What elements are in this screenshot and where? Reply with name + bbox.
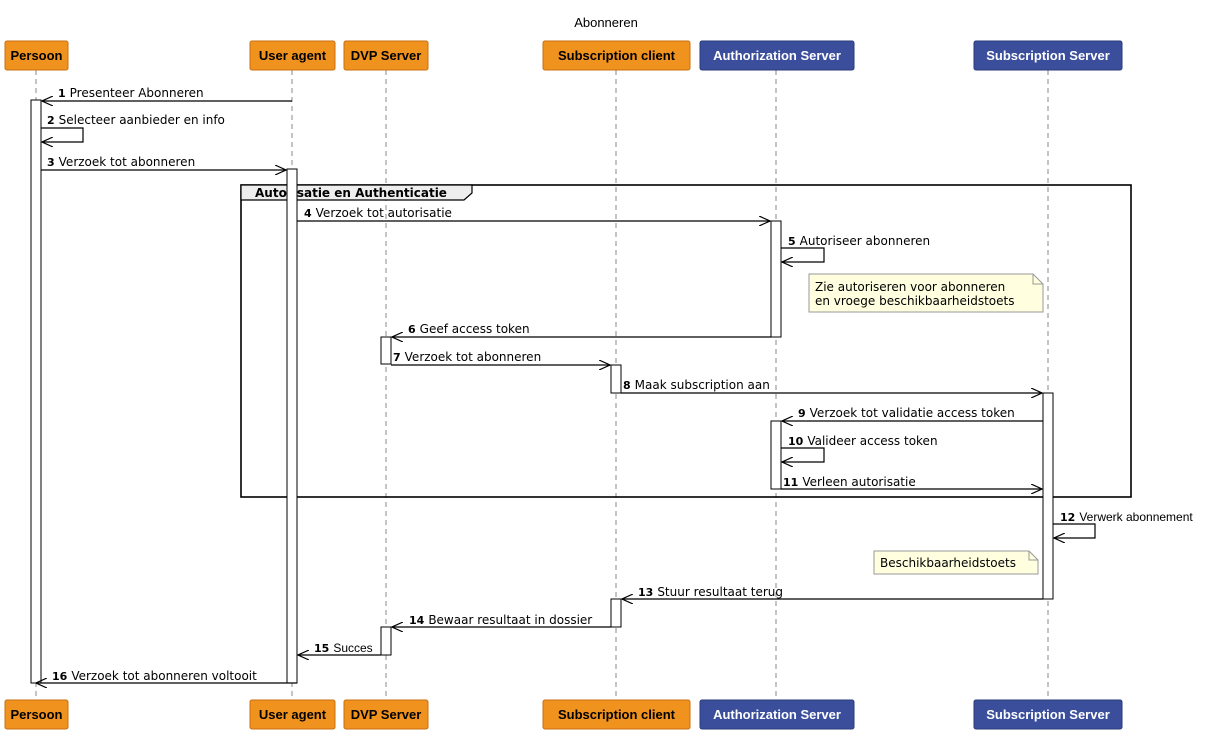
message-num: 1 [58, 87, 66, 100]
activation-dvp-1 [380, 336, 392, 365]
message-text: Autoriseer abonneren [800, 234, 930, 248]
message-num: 8 [623, 379, 631, 392]
message-text: Verzoek tot abonneren [59, 155, 196, 169]
message-num: 7 [393, 351, 401, 364]
message-num: 10 [788, 435, 804, 448]
message-num: 12 [1060, 511, 1075, 524]
note-autoriseren: Zie autoriseren voor abonneren en vroege… [808, 273, 1044, 313]
message-num: 16 [52, 670, 68, 683]
participant-label: User agent [259, 707, 327, 722]
message-text: Selecteer aanbieder en info [59, 113, 225, 127]
message-text: Verleen autorisatie [802, 475, 915, 489]
message-text: Presenteer Abonneren [70, 86, 204, 100]
message-num: 5 [788, 235, 796, 248]
message-num: 11 [783, 476, 798, 489]
participant-label: DVP Server [351, 707, 422, 722]
message-arrow-10 [781, 447, 825, 462]
message-text: Maak subscription aan [635, 378, 770, 392]
participants-bottom: Persoon User agent DVP Server Subscripti… [4, 699, 1123, 730]
activation-authserver-1 [770, 220, 782, 338]
message-num: 9 [798, 407, 806, 420]
message-num: 6 [408, 323, 416, 336]
activation-dvp-2 [380, 626, 392, 656]
participant-persoon-bottom[interactable]: Persoon [4, 699, 69, 730]
participant-label: Subscription client [558, 48, 676, 63]
message-num: 13 [638, 586, 653, 599]
activation-subserver [1042, 392, 1054, 600]
participant-label: User agent [259, 48, 327, 63]
note-beschikbaarheidstoets: Beschikbaarheidstoets [873, 550, 1039, 575]
participant-label: DVP Server [351, 48, 422, 63]
participant-authserver-bottom[interactable]: Authorization Server [699, 699, 855, 730]
participant-subserver-bottom[interactable]: Subscription Server [973, 699, 1123, 730]
participant-persoon[interactable]: Persoon [4, 40, 69, 71]
participant-label: Authorization Server [713, 707, 841, 722]
message-text: Verzoek tot abonneren voltooit [71, 669, 257, 683]
participant-dvp-bottom[interactable]: DVP Server [343, 699, 429, 730]
note-line: Zie autoriseren voor abonneren [815, 280, 1005, 294]
participant-subserver[interactable]: Subscription Server [973, 40, 1123, 71]
participant-dvp[interactable]: DVP Server [343, 40, 429, 71]
message-labels: 1 Presenteer Abonneren 2 Selecteer aanbied… [47, 86, 1193, 683]
message-num: 4 [304, 207, 312, 220]
note-line: Beschikbaarheidstoets [880, 556, 1016, 570]
fragment-label: Autorisatie en Authenticatie [255, 186, 447, 200]
participant-label: Authorization Server [713, 48, 841, 63]
participant-label: Subscription Server [986, 48, 1110, 63]
message-num: 3 [47, 156, 55, 169]
activation-subclient-1 [610, 364, 622, 394]
participant-useragent-bottom[interactable]: User agent [249, 699, 336, 730]
activation-bars [30, 99, 1054, 684]
message-text: Verzoek tot validatie access token [810, 406, 1015, 420]
participant-authserver[interactable]: Authorization Server [699, 40, 855, 71]
diagram-title: Abonneren [574, 15, 638, 30]
activation-useragent [286, 168, 298, 684]
message-num: 2 [47, 114, 55, 127]
message-arrow-2 [41, 127, 84, 142]
message-text: Succes [333, 641, 372, 655]
activation-persoon [30, 99, 42, 684]
note-line: en vroege beschikbaarheidstoets [815, 294, 1014, 308]
participant-label: Subscription client [558, 707, 676, 722]
message-text: Verwerk abonnement [1079, 510, 1193, 524]
participant-useragent[interactable]: User agent [249, 40, 336, 71]
message-arrow-12 [1053, 523, 1096, 538]
participants-top: Persoon User agent DVP Server Subscripti… [4, 40, 1123, 71]
participant-subclient-bottom[interactable]: Subscription client [542, 699, 691, 730]
message-num: 14 [409, 614, 425, 627]
message-text: Verzoek tot autorisatie [316, 206, 452, 220]
message-num: 15 [314, 642, 329, 655]
fragment-autorisatie: Autorisatie en Authenticatie [240, 184, 1132, 498]
activation-subclient-2 [610, 598, 622, 628]
messages [36, 101, 1096, 683]
activation-authserver-2 [770, 420, 782, 490]
message-text: Verzoek tot abonneren [405, 350, 542, 364]
participant-label: Persoon [10, 707, 62, 722]
participant-label: Subscription Server [986, 707, 1110, 722]
message-text: Valideer access token [807, 434, 937, 448]
participant-subclient[interactable]: Subscription client [542, 40, 691, 71]
message-text: Stuur resultaat terug [657, 585, 783, 599]
message-text: Bewaar resultaat in dossier [428, 613, 592, 627]
message-text: Geef access token [420, 322, 530, 336]
message-arrow-5 [781, 247, 825, 262]
participant-label: Persoon [10, 48, 62, 63]
